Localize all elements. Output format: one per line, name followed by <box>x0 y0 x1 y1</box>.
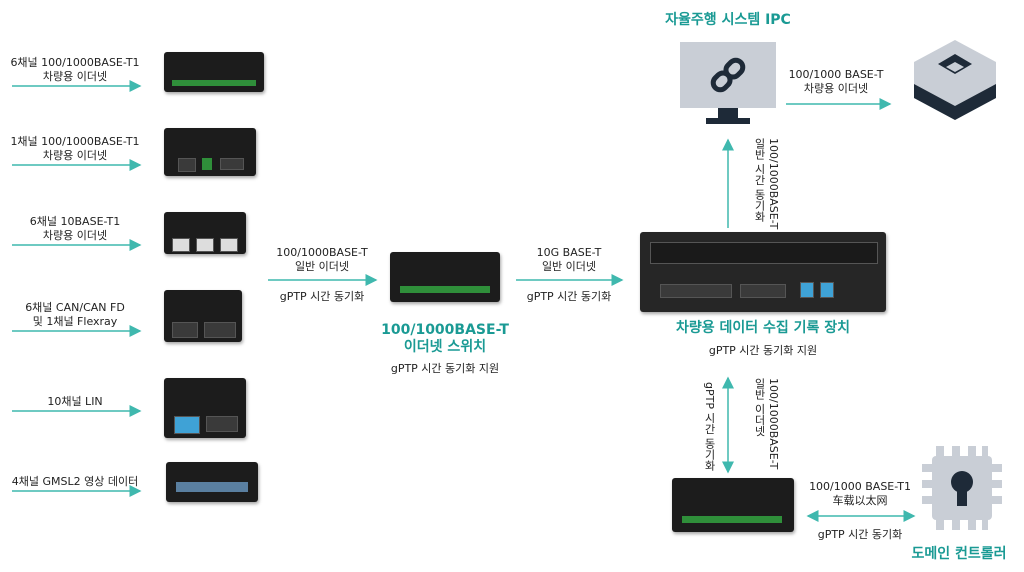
device-input-2 <box>164 128 256 176</box>
link-domain-sync: gPTP 시간 동기화 <box>817 528 903 541</box>
ipc-title: 자율주행 시스템 IPC <box>665 12 791 28</box>
switch-sub: gPTP 시간 동기화 지원 <box>390 362 500 375</box>
device-input-3 <box>164 212 246 254</box>
device-input-1 <box>164 52 264 92</box>
ipc-monitor-icon <box>678 40 778 126</box>
server-cube-icon <box>912 38 998 122</box>
link-logger-sync: gPTP 시간 동기화 <box>526 290 612 303</box>
device-input-6 <box>166 462 258 502</box>
domain-controller-chip-icon <box>922 446 1002 530</box>
domain-title: 도메인 컨트롤러 <box>911 546 1007 562</box>
input-label-5: 10채널 LIN <box>47 395 103 408</box>
link-switch-sync: gPTP 시간 동기화 <box>279 290 365 303</box>
device-input-5 <box>164 378 246 438</box>
link-logger-bottom-sync: gPTP 시간 동기화 <box>703 382 716 471</box>
input-label-6: 4채널 GMSL2 영상 데이터 <box>11 475 139 488</box>
logger-sub: gPTP 시간 동기화 지원 <box>708 344 818 357</box>
device-input-4 <box>164 290 242 342</box>
bottom-device <box>672 478 794 532</box>
ethernet-switch-device <box>390 252 500 302</box>
data-logger-device <box>640 232 886 312</box>
logger-title: 차량용 데이터 수집 기록 장치 <box>675 320 851 336</box>
